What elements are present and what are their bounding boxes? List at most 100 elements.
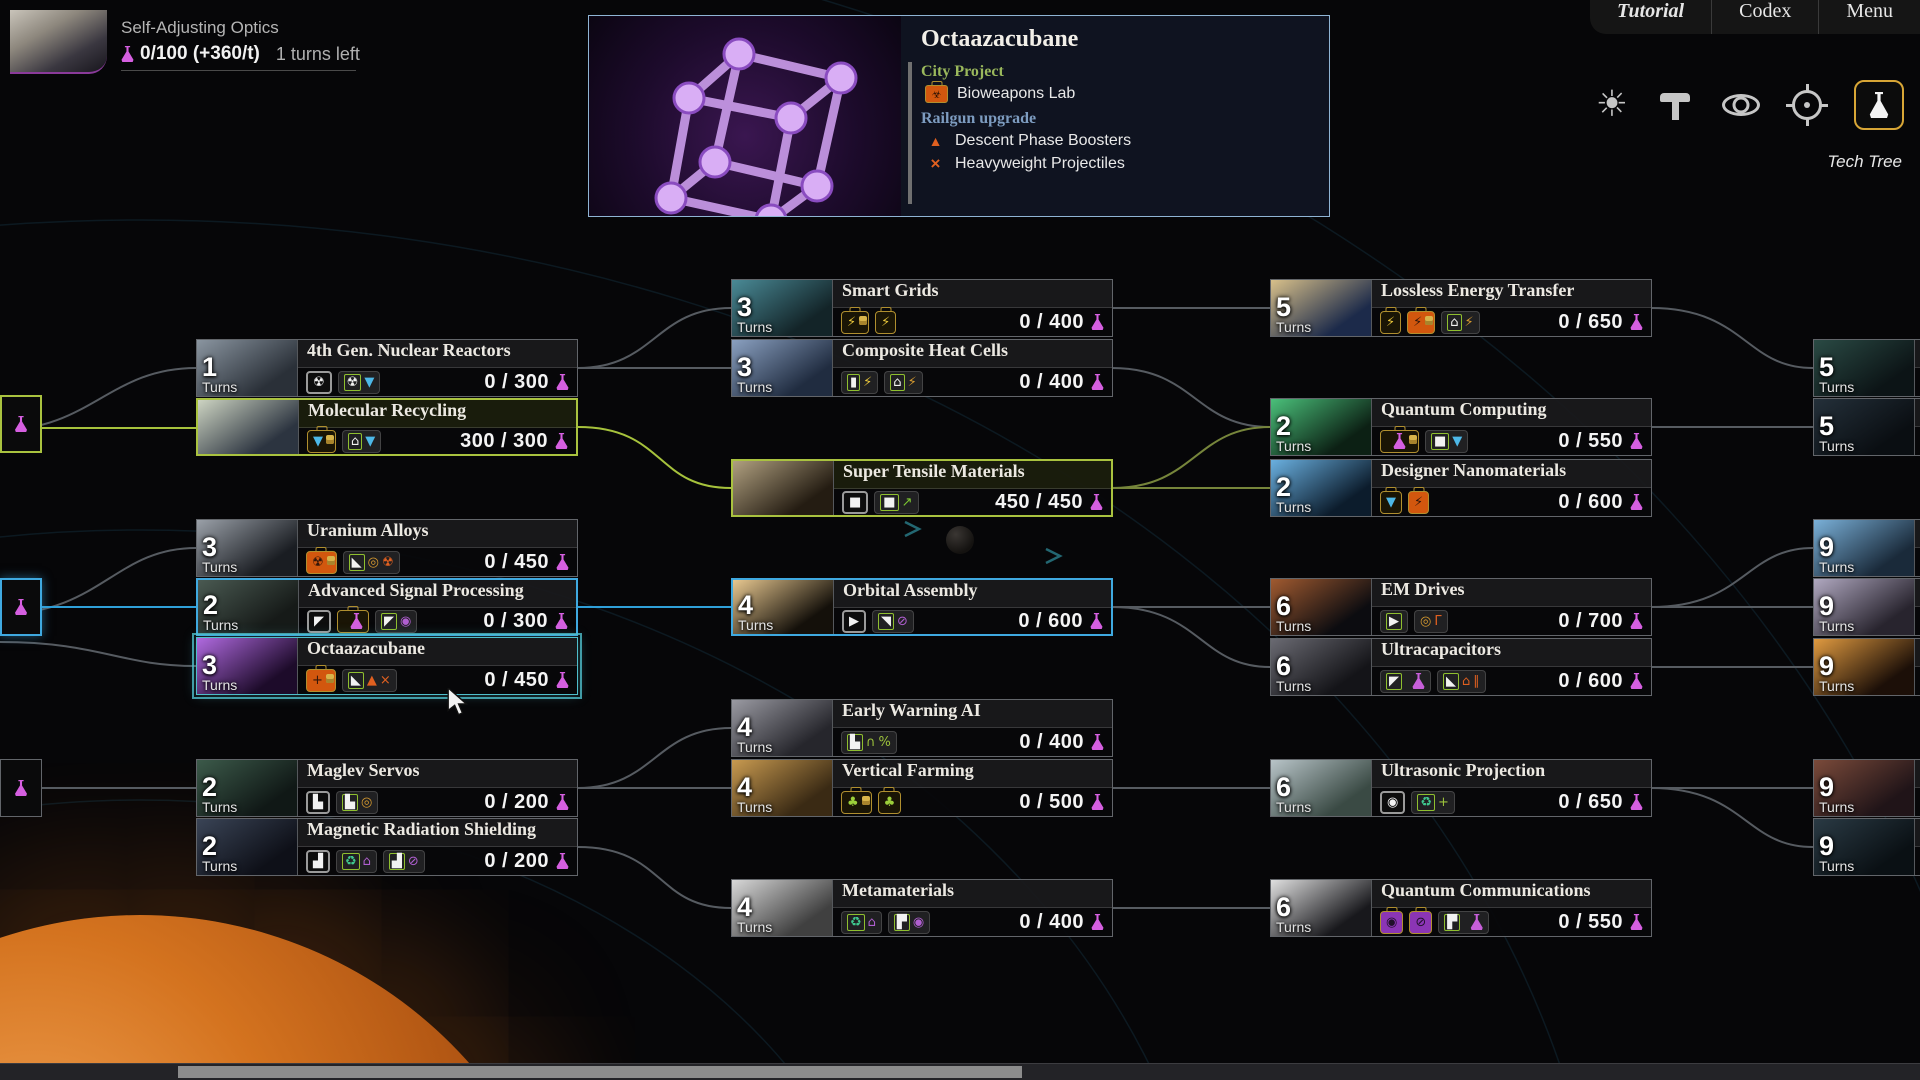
research-flask-icon[interactable] xyxy=(1854,80,1904,130)
psi-habitat-icon: ⌂ xyxy=(362,853,371,869)
tech-node-stub-done[interactable] xyxy=(0,395,42,453)
unlock-group: ⚡ xyxy=(875,310,897,334)
tech-node-stub-active[interactable] xyxy=(0,578,42,636)
research-flask-icon xyxy=(1091,374,1104,390)
ship-icon: ◣ xyxy=(1443,672,1459,690)
detail-scrollbar[interactable] xyxy=(908,62,912,204)
tab-codex[interactable]: Codex xyxy=(1711,0,1818,34)
tech-node-stub-default[interactable] xyxy=(0,759,42,817)
horizontal-scrollbar[interactable] xyxy=(0,1063,1920,1080)
tech-title: Smart Grids xyxy=(833,280,1112,308)
tech-link xyxy=(577,426,732,489)
unlock-group: ♣ xyxy=(841,790,872,814)
tech-node-partial-ro[interactable]: 5TurnsRo⌂ xyxy=(1813,398,1920,456)
mining-icon: ▼ xyxy=(365,433,376,449)
unlock-group: ◉ xyxy=(1380,910,1404,934)
tech-node-partial-al[interactable]: 9TurnsAl♣ xyxy=(1813,578,1920,636)
research-cost: 0 / 650 xyxy=(1558,790,1623,813)
habitat-radiation-icon: ☢ xyxy=(343,373,362,391)
unlock-group: ◥⊘ xyxy=(872,609,914,633)
tech-link xyxy=(577,846,732,909)
dome-project-icon: ◉ xyxy=(1387,794,1399,810)
tech-link xyxy=(0,641,197,667)
habitat-icon: ⌂ xyxy=(348,432,363,450)
hammer-icon[interactable] xyxy=(1660,90,1690,120)
research-cost: 0 / 600 xyxy=(1558,490,1623,513)
unlock-group: ⚡ xyxy=(841,310,870,334)
sun-icon[interactable]: ☀ xyxy=(1595,84,1628,125)
defense-icon: % xyxy=(878,734,891,750)
military-power-icon: ⚡ xyxy=(1413,314,1423,330)
research-cost: 0 / 700 xyxy=(1558,609,1623,632)
power-icon: ⚡ xyxy=(847,314,857,330)
tech-node-partial-ma[interactable]: 9TurnsMa⌂ xyxy=(1813,818,1920,876)
city-project-item: ☣ Bioweapons Lab xyxy=(921,85,1315,103)
unlock-group: ▙∩% xyxy=(841,730,897,754)
tech-title: Ultrasonic Projection xyxy=(1372,760,1651,788)
research-flask-icon xyxy=(556,853,569,869)
unlock-group: ◎Γ xyxy=(1414,609,1448,633)
tech-node-super-tensile-materials[interactable]: Super Tensile Materials■■↗450 / 450 xyxy=(731,459,1113,517)
planet-image xyxy=(946,526,974,554)
mouse-cursor xyxy=(447,688,469,716)
tech-node-partial-on[interactable]: 9TurnsOn◤ xyxy=(1813,519,1920,577)
ship-thruster-icon: ▶ xyxy=(1386,612,1402,630)
tab-menu[interactable]: Menu xyxy=(1818,0,1920,34)
habitat-factory-icon: ■ xyxy=(880,493,899,511)
unlock-group: ▛◉ xyxy=(887,910,931,934)
crosshair-icon[interactable] xyxy=(1786,84,1828,126)
tech-title: Uranium Alloys xyxy=(298,520,577,548)
tech-node-molecular-recycling[interactable]: Molecular Recycling▼⌂▼300 / 300 xyxy=(196,398,578,456)
habitat-battery-icon: ⌂ xyxy=(1447,313,1462,331)
tech-node-partial-ex[interactable]: 5TurnsEx xyxy=(1813,339,1920,397)
current-research-hud[interactable]: Self-Adjusting Optics 0/100 (+360/t) 1 t… xyxy=(10,10,360,74)
unlock-group: ▼ xyxy=(307,429,336,453)
eye-icon[interactable] xyxy=(1722,94,1760,116)
tech-title: Designer Nanomaterials xyxy=(1372,460,1651,488)
tab-tutorial[interactable]: Tutorial xyxy=(1617,0,1685,22)
scrollbar-thumb[interactable] xyxy=(178,1066,1022,1078)
research-flask-icon xyxy=(1630,914,1643,930)
unlock-group: ▼ xyxy=(1380,490,1402,514)
tech-node-partial-ad[interactable]: 9TurnsAd xyxy=(1813,759,1920,817)
unlock-group: ☢ xyxy=(306,370,332,394)
tech-title: Maglev Servos xyxy=(298,760,577,788)
tech-node-partial-ga[interactable]: 9TurnsGa▌ xyxy=(1813,638,1920,696)
tech-link xyxy=(1111,426,1271,489)
tech-title: Metamaterials xyxy=(833,880,1112,908)
stealth-icon: ⊘ xyxy=(407,853,419,869)
unlock-group xyxy=(1380,429,1419,453)
unlock-group: ▙ xyxy=(306,790,330,814)
military-power-icon: ⚡ xyxy=(1414,494,1424,510)
